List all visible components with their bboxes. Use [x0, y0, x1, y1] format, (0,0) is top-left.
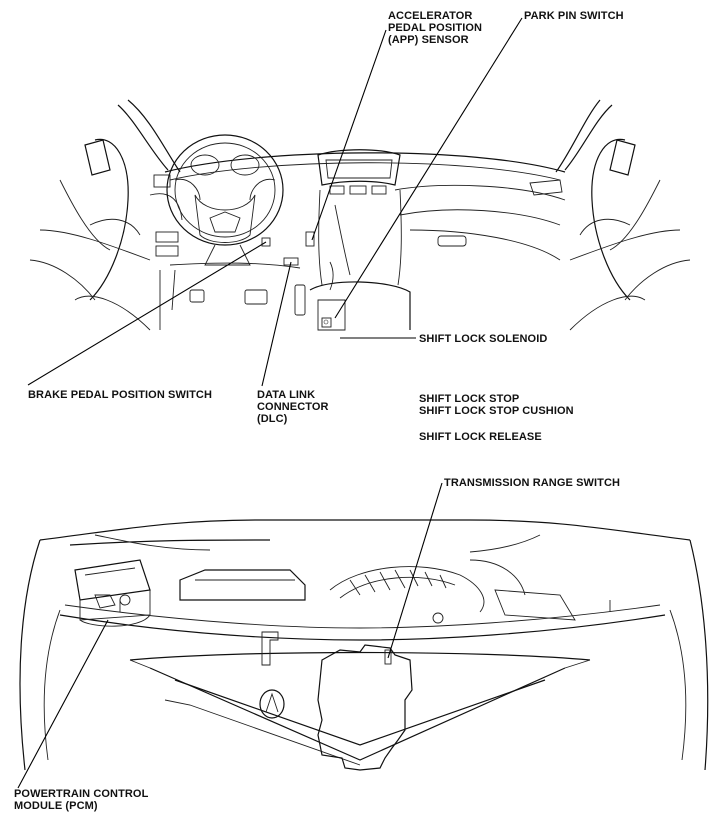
- leader-brake-pedal: [27, 241, 267, 386]
- label-shift-lock-release: SHIFT LOCK RELEASE: [419, 431, 542, 443]
- label-shift-lock-stop: SHIFT LOCK STOP SHIFT LOCK STOP CUSHION: [419, 393, 574, 417]
- leader-lines: [17, 17, 523, 789]
- leader-dlc: [261, 261, 292, 387]
- label-transmission-range-switch: TRANSMISSION RANGE SWITCH: [444, 477, 621, 489]
- leader-pcm: [17, 619, 109, 789]
- label-data-link-connector: DATA LINK CONNECTOR (DLC): [257, 389, 329, 425]
- leader-park-pin: [334, 17, 523, 319]
- label-park-pin-switch: PARK PIN SWITCH: [524, 10, 624, 22]
- label-brake-pedal-position-switch: BRAKE PEDAL POSITION SWITCH: [28, 389, 213, 401]
- leader-trans-range: [387, 482, 443, 659]
- leader-app-sensor: [311, 29, 387, 241]
- label-shift-lock-solenoid: SHIFT LOCK SOLENOID: [419, 333, 548, 345]
- interior-dashboard-drawing: [29, 99, 691, 331]
- label-powertrain-control-module: POWERTRAIN CONTROL MODULE (PCM): [14, 788, 149, 812]
- engine-bay-drawing: [19, 519, 709, 771]
- label-app-sensor: ACCELERATOR PEDAL POSITION (APP) SENSOR: [388, 10, 483, 46]
